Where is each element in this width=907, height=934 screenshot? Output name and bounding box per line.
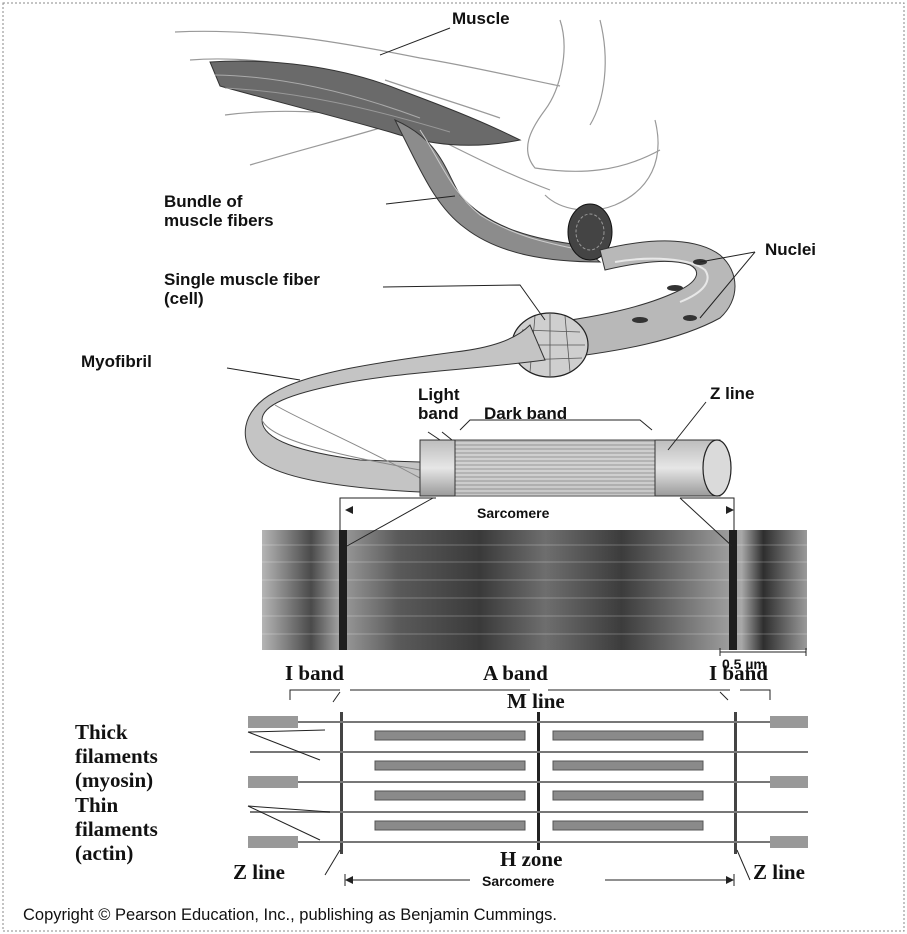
sarcomere-schematic — [248, 712, 808, 854]
thick-filaments-label: Thick filaments (myosin) — [75, 720, 158, 792]
myofibril-end — [703, 440, 731, 496]
m-line-label: M line — [503, 692, 569, 711]
myofibril-label: Myofibril — [81, 352, 152, 371]
h-zone-label: H zone — [497, 850, 565, 869]
electron-micrograph — [262, 530, 807, 650]
z-line-top-label: Z line — [710, 384, 754, 403]
z-line-right-label: Z line — [753, 863, 805, 882]
light-band-label: Light band — [418, 385, 460, 423]
z-line-left-label: Z line — [233, 863, 285, 882]
dark-band-label: Dark band — [484, 404, 567, 423]
nucleus — [683, 315, 697, 321]
myofibril-cylinder — [420, 440, 731, 496]
single-fiber-label: Single muscle fiber (cell) — [164, 270, 320, 308]
i-band-right-label: I band — [709, 664, 768, 683]
nuclei-label: Nuclei — [765, 240, 816, 259]
sarcomere-bottom-label: Sarcomere — [478, 872, 558, 891]
nucleus — [667, 285, 683, 291]
muscle-label: Muscle — [452, 9, 510, 28]
i-band-left-label: I band — [285, 664, 344, 683]
thin-filaments-label: Thin filaments (actin) — [75, 793, 158, 865]
sarcomere-top-label: Sarcomere — [474, 504, 552, 523]
bundle-label: Bundle of muscle fibers — [164, 192, 274, 230]
thin-filaments — [250, 722, 808, 842]
copyright-text: Copyright © Pearson Education, Inc., pub… — [23, 906, 557, 925]
nucleus — [632, 317, 648, 323]
a-band-label: A band — [483, 664, 548, 683]
